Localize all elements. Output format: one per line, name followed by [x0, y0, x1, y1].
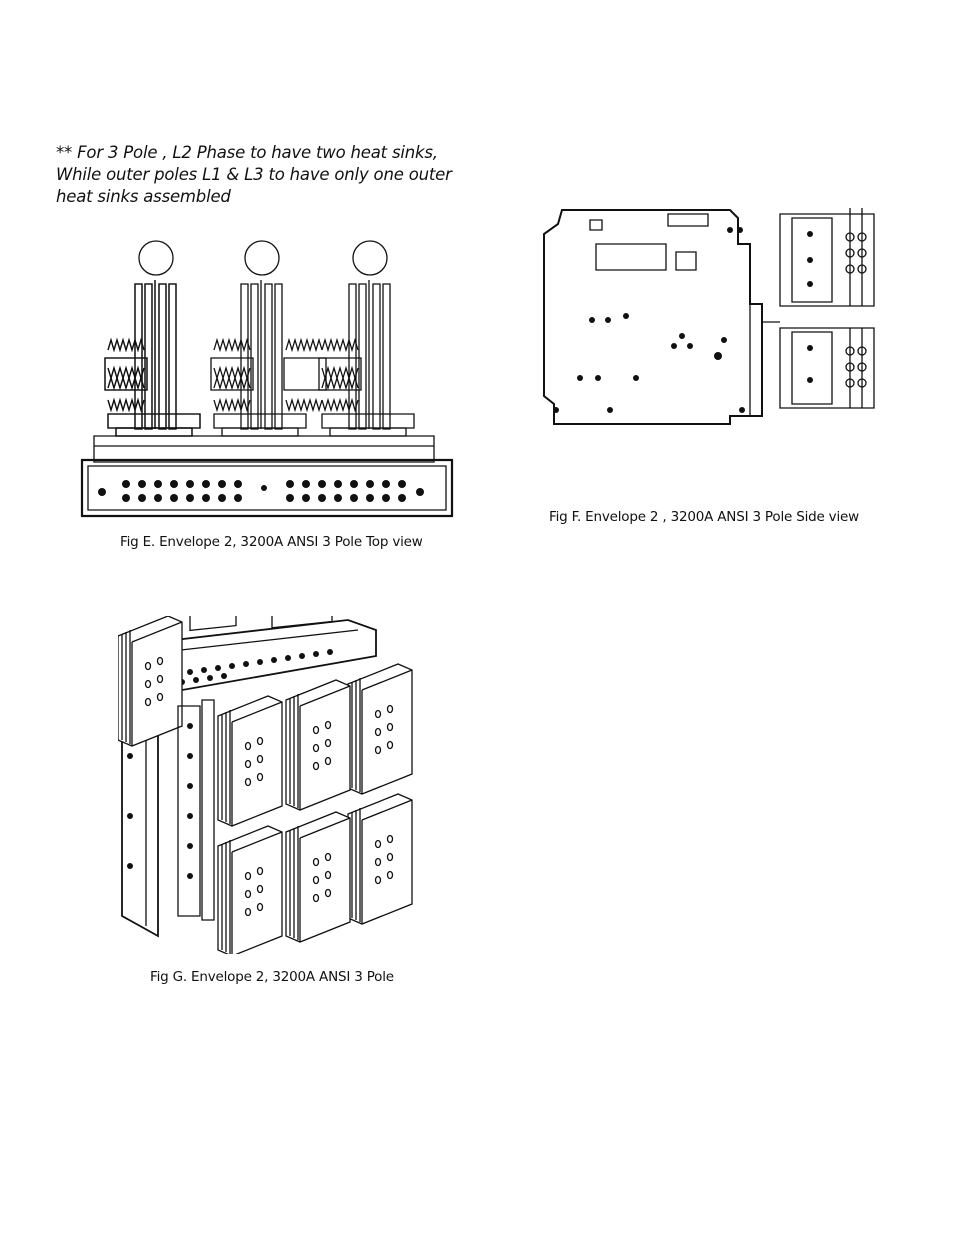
phase-circle-l2 — [245, 241, 279, 275]
fig-g-isometric-drawing — [118, 616, 413, 954]
fig-f-caption: Fig F. Envelope 2 , 3200A ANSI 3 Pole Si… — [549, 509, 859, 525]
heat-sink-note: ** For 3 Pole , L2 Phase to have two hea… — [56, 142, 476, 208]
fig-e-caption: Fig E. Envelope 2, 3200A ANSI 3 Pole Top… — [120, 534, 423, 550]
phase-circle-l1 — [139, 241, 173, 275]
terminal-holes-row — [98, 480, 424, 502]
note-line-3: heat sinks assembled — [56, 187, 231, 206]
heat-sink-block — [118, 616, 182, 746]
phase-circle-l3 — [353, 241, 387, 275]
side-panel-holes — [553, 227, 813, 413]
fig-f-side-view-drawing — [540, 204, 876, 430]
l2-second-heat-sink — [284, 340, 326, 410]
mounting-bolt-grid — [846, 233, 866, 387]
note-line-1: ** For 3 Pole , L2 Phase to have two hea… — [56, 143, 438, 162]
fig-e-top-view-drawing — [80, 238, 460, 520]
fig-g-caption: Fig G. Envelope 2, 3200A ANSI 3 Pole — [150, 969, 394, 985]
note-line-2: While outer poles L1 & L3 to have only o… — [56, 165, 452, 184]
